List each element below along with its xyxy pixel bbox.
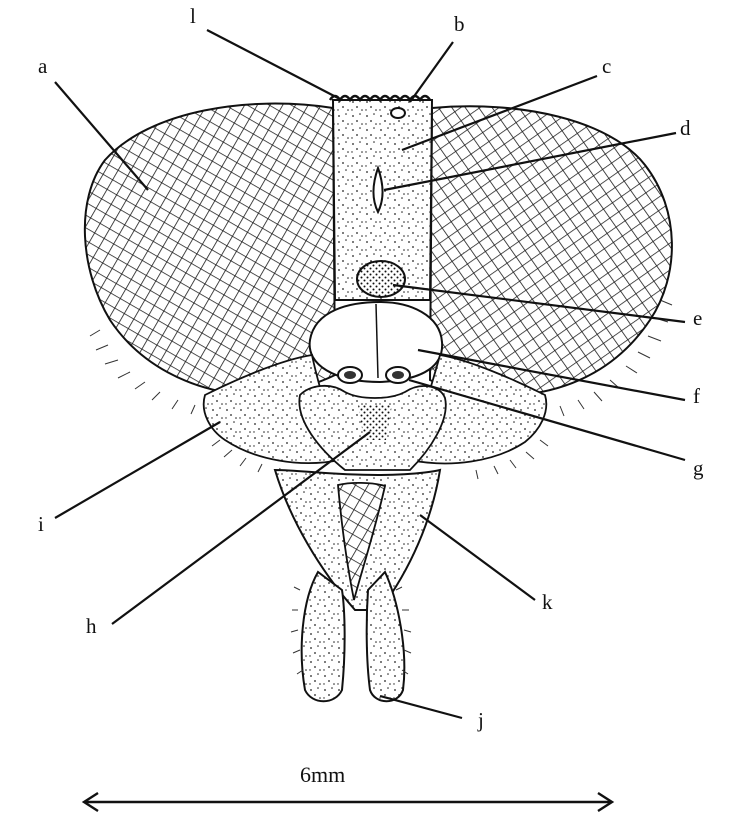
scale-bar <box>84 793 612 811</box>
compound-eye-right <box>430 106 672 395</box>
ocellus <box>391 108 405 118</box>
leader-line-l <box>207 30 338 98</box>
label-d: d <box>680 118 691 139</box>
label-g: g <box>693 458 704 479</box>
leader-line-j <box>380 696 462 718</box>
leader-line-b <box>410 42 453 102</box>
label-h: h <box>86 616 97 637</box>
compound-eye-left <box>85 104 335 395</box>
label-e: e <box>693 308 702 329</box>
leader-line-i <box>55 422 220 518</box>
label-k: k <box>542 592 553 613</box>
label-c: c <box>602 56 611 77</box>
label-l: l <box>190 6 196 27</box>
labellum-left <box>302 572 345 701</box>
label-i: i <box>38 514 44 535</box>
label-a: a <box>38 56 47 77</box>
label-j: j <box>478 710 484 731</box>
label-b: b <box>454 14 465 35</box>
antenna-base <box>357 261 405 297</box>
label-f: f <box>693 386 700 407</box>
labellum-right <box>367 572 405 701</box>
leader-line-k <box>420 515 535 600</box>
scale-bar-label: 6mm <box>300 762 345 788</box>
